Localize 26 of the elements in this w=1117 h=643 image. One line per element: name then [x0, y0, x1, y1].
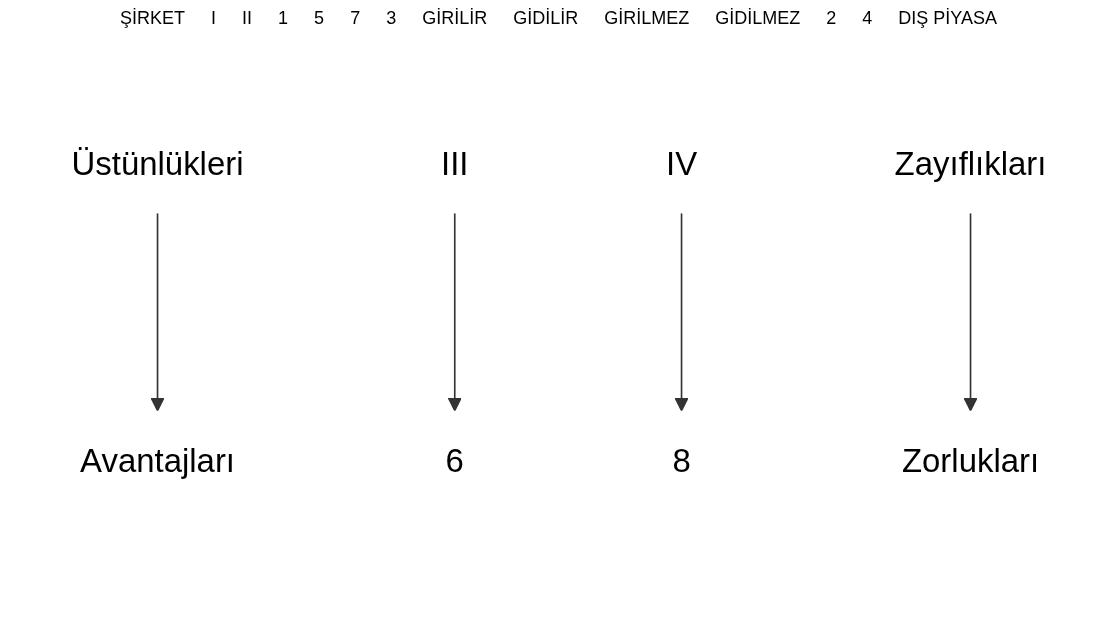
node-text: Zayıflıkları: [894, 145, 1046, 182]
diagram-label: 7: [350, 8, 361, 29]
arrow: [962, 212, 978, 412]
diagram-label: 4: [862, 8, 873, 29]
diagram-label: 3: [386, 8, 397, 29]
diagram-label: ŞİRKET: [120, 8, 186, 29]
diagram-label: GİDİLMEZ: [715, 8, 801, 29]
diagram-label: DIŞ PİYASA: [898, 8, 997, 29]
node-text: 8: [671, 442, 691, 479]
arrow: [149, 212, 165, 412]
node-text: Üstünlükleri: [71, 145, 244, 182]
diagram-label: II: [242, 8, 253, 29]
node-text: III: [440, 145, 468, 182]
diagram-label: I: [211, 8, 217, 29]
arrow: [673, 212, 689, 412]
diagram-label: GİRİLİR: [422, 8, 488, 29]
node-text: IV: [665, 145, 697, 182]
node-text: 6: [445, 442, 464, 479]
diagram-label: GİRİLMEZ: [604, 8, 690, 29]
node-text: Avantajları: [79, 442, 235, 479]
node-text: Zorlukları: [901, 442, 1039, 479]
diagram-label: 2: [826, 8, 837, 29]
diagram-label: 5: [314, 8, 325, 29]
diagram-label: GİDİLİR: [513, 8, 579, 29]
arrow: [447, 212, 462, 412]
diagram-label: 1: [278, 8, 289, 29]
